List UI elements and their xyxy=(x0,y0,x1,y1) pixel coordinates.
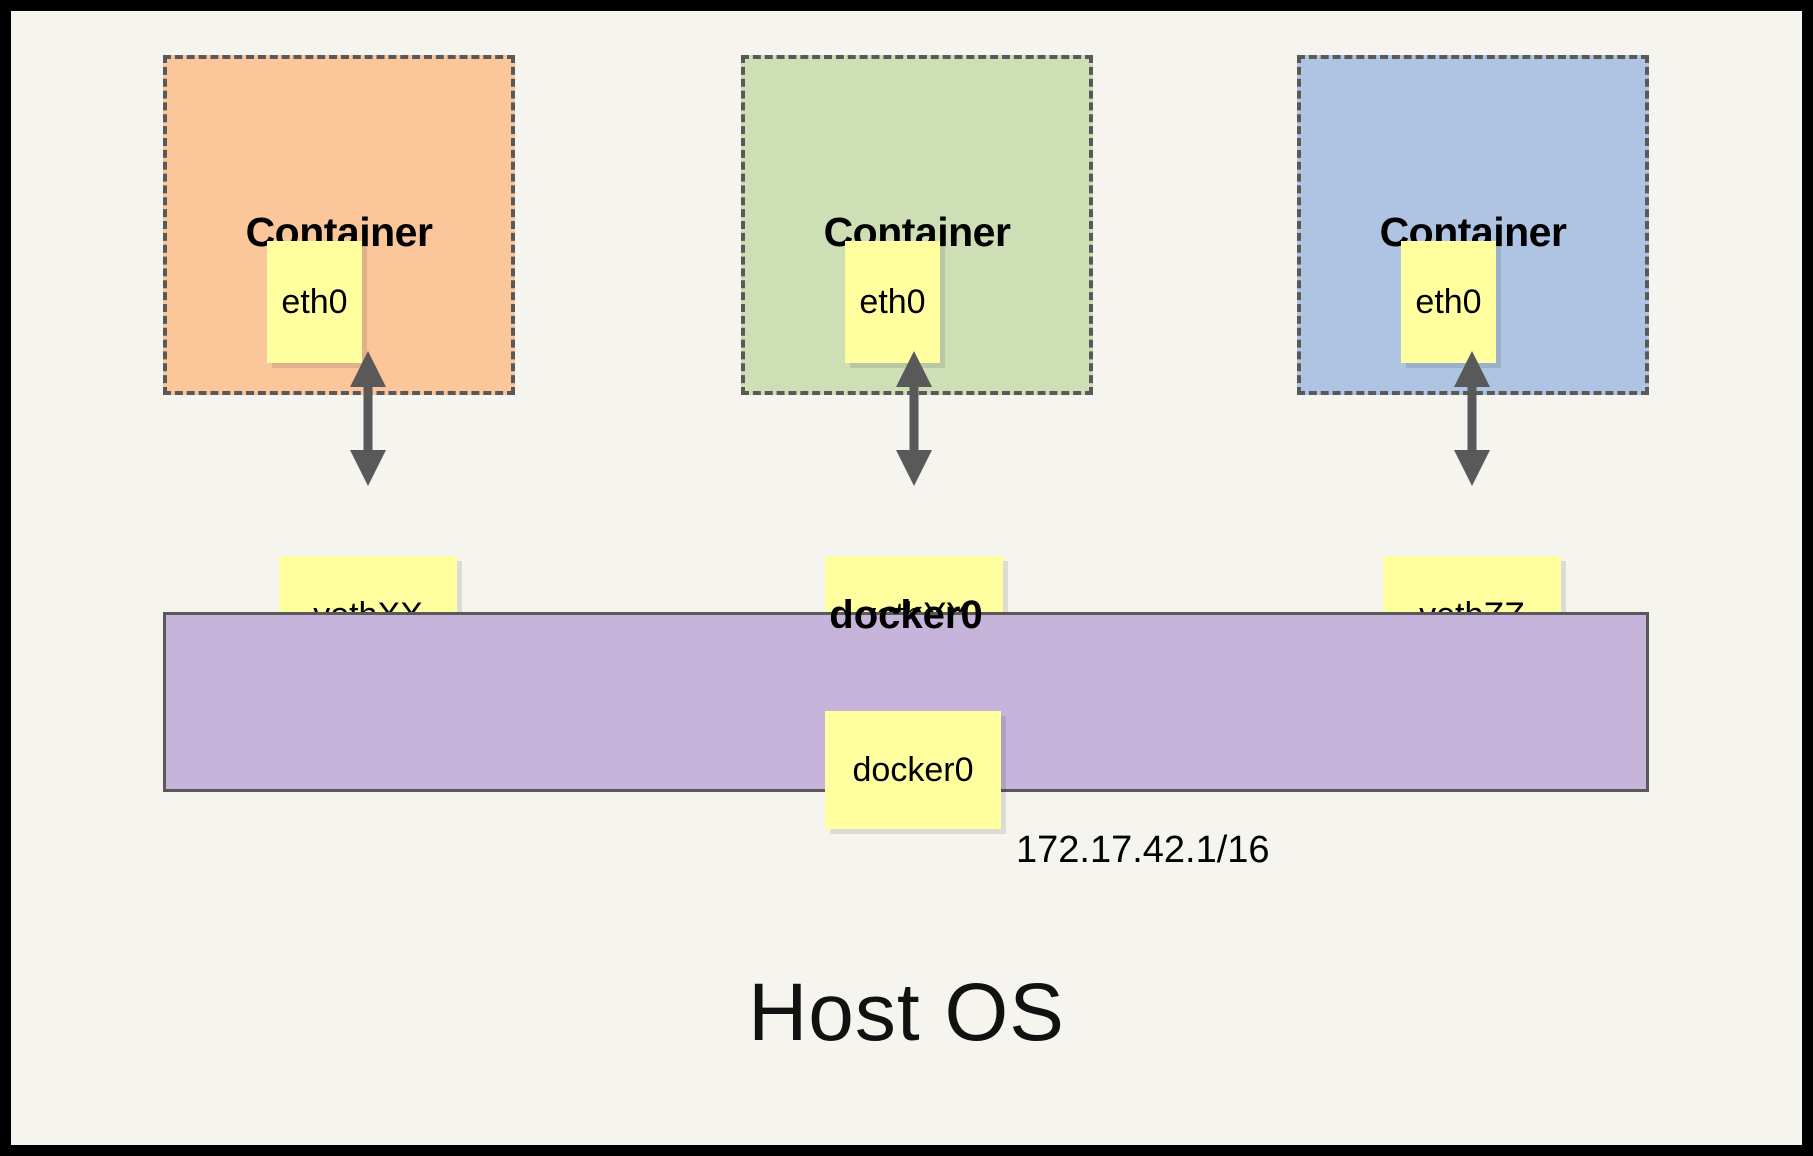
docker0-title-wrap: docker0 xyxy=(163,11,1649,637)
docker0-interface-label: docker0 xyxy=(852,750,974,789)
docker0-interface-box: docker0 xyxy=(825,711,1001,829)
veth-link-arrow-2 xyxy=(888,351,940,486)
eth0-box-3: eth0 xyxy=(1401,241,1496,363)
double-headed-arrow-icon-3 xyxy=(1454,351,1490,486)
host-os-label: Host OS xyxy=(748,967,1065,1058)
host-os-frame: Container eth0 vethXX Container eth0 xyxy=(11,11,1802,1145)
docker0-bridge-title: docker0 xyxy=(829,593,983,637)
eth0-box-2: eth0 xyxy=(845,241,940,363)
veth-link-arrow-1 xyxy=(342,351,394,486)
docker0-ip-label: 172.17.42.1/16 xyxy=(1016,829,1270,871)
eth0-label-1: eth0 xyxy=(281,282,348,321)
double-headed-arrow-icon-1 xyxy=(350,351,386,486)
double-headed-arrow-icon-2 xyxy=(896,351,932,486)
veth-link-arrow-3 xyxy=(1446,351,1498,486)
eth0-label-2: eth0 xyxy=(859,282,926,321)
eth0-label-3: eth0 xyxy=(1415,282,1482,321)
eth0-box-1: eth0 xyxy=(267,241,362,363)
